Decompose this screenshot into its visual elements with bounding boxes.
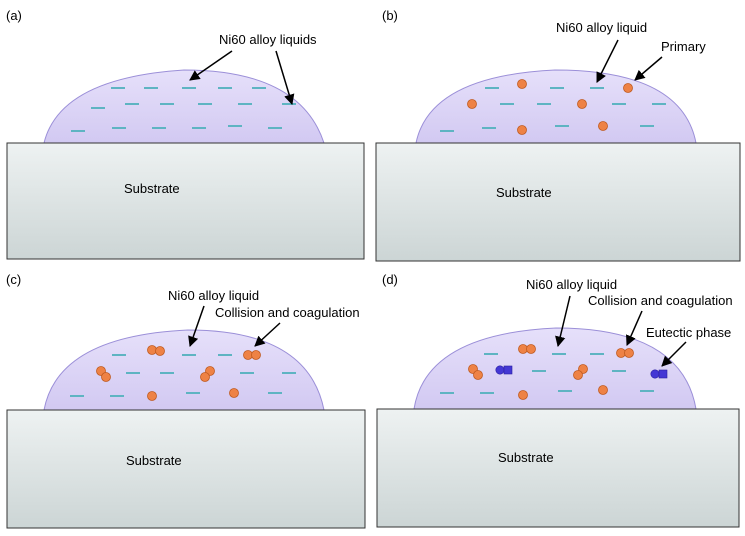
panel-a-arrow-1 <box>189 50 233 81</box>
panel-b-substrate <box>375 142 741 262</box>
panel-c-label-liquid: Ni60 alloy liquid <box>168 288 259 303</box>
panel-d-letter: (d) <box>382 272 398 287</box>
panel-c-melt-pool <box>43 329 325 411</box>
panel-a: (a) Substrate Ni60 alloy liquids <box>6 8 365 260</box>
panel-c-arrow-collision <box>254 322 281 347</box>
panel-d-arrow-liquid <box>555 295 571 348</box>
panel-d-primary-particles <box>468 344 634 400</box>
panel-b-letter: (b) <box>382 8 398 23</box>
panel-d-substrate <box>376 408 740 528</box>
panel-c-substrate <box>6 409 366 529</box>
panel-c-letter: (c) <box>6 272 21 287</box>
panel-a-melt-pool <box>43 69 325 144</box>
panel-c-substrate-label: Substrate <box>126 453 182 468</box>
panel-d-eutectic-particles <box>495 365 668 379</box>
panel-d-label-collision: Collision and coagulation <box>588 293 733 308</box>
panel-b-primary-particles <box>467 79 633 135</box>
panel-d: (d) Substrate Ni60 alloy liquid Collisio… <box>376 272 740 528</box>
panel-d-substrate-label: Substrate <box>498 450 554 465</box>
panel-c-label-collision: Collision and coagulation <box>215 305 360 320</box>
panel-b: (b) Substrate Ni60 alloy liquid Primary <box>375 8 741 262</box>
panel-a-letter: (a) <box>6 8 22 23</box>
panel-d-arrow-collision <box>626 310 643 346</box>
panel-b-arrow-primary <box>634 56 663 81</box>
panel-c-primary-particles <box>96 345 261 401</box>
panel-b-liquid-dashes <box>440 87 666 132</box>
panel-a-label-liquids: Ni60 alloy liquids <box>219 32 317 47</box>
panel-b-label-liquid: Ni60 alloy liquid <box>556 20 647 35</box>
panel-c-liquid-dashes <box>70 354 296 397</box>
panel-c-arrow-liquid <box>188 305 205 347</box>
panel-a-substrate-label: Substrate <box>124 181 180 196</box>
panel-b-label-primary: Primary <box>661 39 706 54</box>
panel-c: (c) Substrate Ni60 alloy liquid Collisio… <box>6 272 366 529</box>
panel-a-arrow-2 <box>275 50 295 106</box>
panel-d-arrow-eutectic <box>661 341 687 367</box>
panel-b-substrate-label: Substrate <box>496 185 552 200</box>
panel-a-substrate <box>6 142 365 260</box>
panel-b-arrow-liquid <box>596 39 619 83</box>
panel-d-label-liquid: Ni60 alloy liquid <box>526 277 617 292</box>
panel-d-liquid-dashes <box>440 353 654 394</box>
panel-d-label-eutectic: Eutectic phase <box>646 325 731 340</box>
panel-d-melt-pool <box>413 327 697 410</box>
panel-b-melt-pool <box>415 69 697 144</box>
